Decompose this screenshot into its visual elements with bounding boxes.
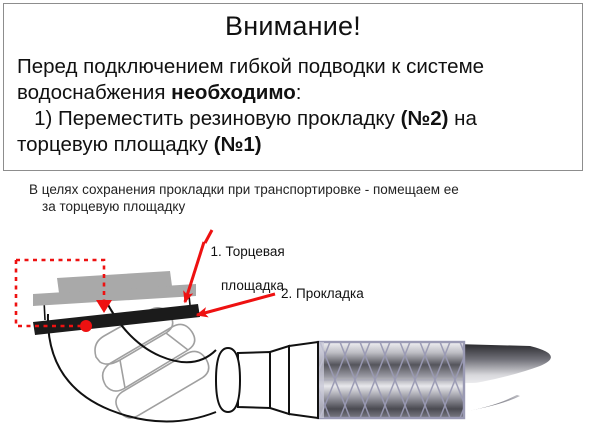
notice-line-4-ref: (№1) bbox=[213, 133, 262, 156]
tapered-tip bbox=[455, 344, 551, 413]
callout-1-line-2: площадка bbox=[221, 278, 285, 293]
red-dot-marker bbox=[80, 320, 92, 332]
arrow-to-gasket bbox=[195, 292, 276, 318]
callout-leader-line bbox=[203, 229, 214, 244]
hose-assembly-diagram bbox=[0, 216, 600, 428]
elbow-collar bbox=[214, 346, 242, 414]
fitting-barrel bbox=[237, 350, 271, 410]
notice-line-2-text-c: : bbox=[295, 81, 302, 104]
rubber-gasket bbox=[33, 304, 200, 335]
caption-line-2: за торцевую площадку bbox=[42, 199, 186, 214]
notice-line-3-text-a: 1) Переместить резиновую прокладку bbox=[17, 107, 401, 130]
arrow-to-end-face-pad bbox=[183, 241, 206, 304]
page-title: Внимание! bbox=[225, 11, 361, 41]
end-face-pad bbox=[33, 271, 196, 306]
caption-line-1: В целях сохранения прокладки при транспо… bbox=[29, 182, 459, 197]
notice-body: Перед подключением гибкой подводки к сис… bbox=[17, 54, 569, 158]
notice-line-2-emphasis: необходимо bbox=[171, 81, 296, 104]
callout-arrows bbox=[183, 241, 276, 318]
callout-1-line-1: 1. Торцевая bbox=[210, 244, 285, 259]
braided-hose bbox=[316, 340, 466, 420]
notice-line-3: 1) Переместить резиновую прокладку (№2) … bbox=[17, 106, 569, 132]
notice-line-4-text-a: торцевую площадку bbox=[17, 133, 214, 156]
ferrule bbox=[269, 340, 319, 420]
warning-notice-box: Внимание! Перед подключением гибкой подв… bbox=[3, 3, 583, 171]
dashed-red-rectangle bbox=[14, 258, 112, 332]
notice-line-2: водоснабжения необходимо: bbox=[17, 80, 569, 106]
callout-label-gasket: 2. Прокладка bbox=[281, 286, 364, 301]
notice-line-3-ref: (№2) bbox=[400, 107, 449, 130]
notice-line-1: Перед подключением гибкой подводки к сис… bbox=[17, 54, 569, 80]
notice-line-4: торцевую площадку (№1) bbox=[17, 132, 569, 158]
notice-line-3-text-c: на bbox=[448, 107, 477, 130]
caption: В целях сохранения прокладки при транспо… bbox=[29, 181, 574, 215]
callout-label-end-face-pad: 1. Торцевая площадка bbox=[203, 226, 285, 311]
notice-line-1-text: Перед подключением гибкой подводки к сис… bbox=[17, 55, 485, 78]
notice-line-2-text-a: водоснабжения bbox=[17, 81, 172, 104]
